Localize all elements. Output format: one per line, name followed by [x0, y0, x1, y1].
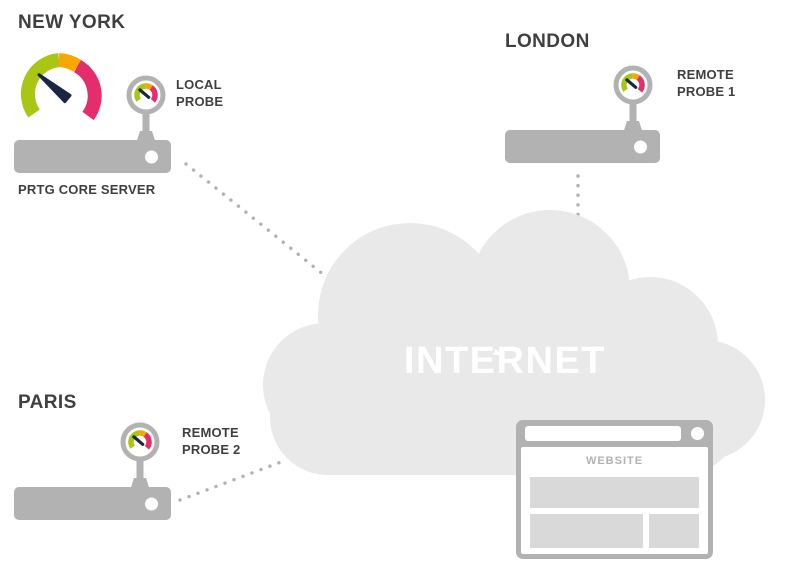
- remote-probe-2-gauge-icon: [120, 422, 160, 489]
- server-power-led: [145, 497, 158, 510]
- browser-window-icon: WEBSITE: [516, 420, 713, 559]
- probe-label-remote-1: REMOTE PROBE 1: [677, 66, 735, 100]
- website-content-block: [649, 514, 699, 548]
- website-label: WEBSITE: [585, 455, 644, 467]
- connector-paris-cloud: [178, 460, 283, 502]
- probe-label-line: PROBE: [176, 94, 224, 109]
- probe-label-local: LOCAL PROBE: [176, 76, 223, 110]
- probe-label-line: PROBE 1: [677, 84, 736, 99]
- probe-label-line: REMOTE: [677, 67, 734, 82]
- browser-content: WEBSITE: [521, 447, 708, 554]
- probe-label-line: LOCAL: [176, 77, 222, 92]
- remote-probe-1-gauge-icon: [613, 65, 653, 132]
- server-label-prtg-core: PRTG CORE SERVER: [18, 182, 156, 197]
- browser-address-bar: [525, 426, 681, 441]
- site-title-new-york: NEW YORK: [18, 12, 126, 33]
- connector-newyork-cloud: [184, 162, 331, 281]
- website-content-block: [530, 477, 699, 508]
- local-probe-gauge-icon: [126, 75, 166, 142]
- server-power-led: [145, 150, 158, 163]
- probe-label-line: REMOTE: [182, 425, 239, 440]
- probe-label-line: PROBE 2: [182, 442, 241, 457]
- internet-label: INTERNET: [404, 340, 606, 382]
- website-content-block: [530, 514, 643, 548]
- server-paris-probe: [14, 487, 171, 520]
- server-power-led: [634, 140, 647, 153]
- browser-button-icon: [691, 426, 704, 440]
- site-title-paris: PARIS: [18, 392, 77, 413]
- site-title-london: LONDON: [505, 31, 590, 52]
- server-london-probe: [505, 130, 660, 163]
- probe-label-remote-2: REMOTE PROBE 2: [182, 424, 240, 458]
- server-prtg-core: [14, 140, 171, 173]
- core-gauge-icon: [20, 53, 102, 121]
